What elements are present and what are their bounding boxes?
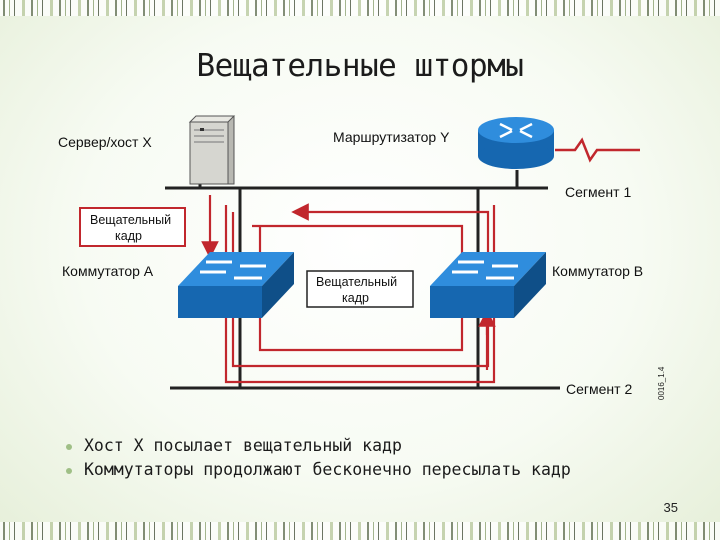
bullet-item: Коммутаторы продолжают бесконечно пересы… bbox=[66, 458, 571, 482]
bullet-item: Хост X посылает вещательный кадр bbox=[66, 434, 571, 458]
switch-b-icon bbox=[430, 252, 546, 318]
router-label: Маршрутизатор Y bbox=[333, 129, 450, 145]
bottom-decorative-strip bbox=[0, 522, 720, 540]
server-icon bbox=[188, 115, 236, 185]
bullet-dot-icon bbox=[66, 468, 72, 474]
broadcast-frame-top-line2: кадр bbox=[115, 229, 142, 243]
router-icon bbox=[478, 117, 554, 169]
server-label: Сервер/хост X bbox=[58, 134, 152, 150]
slide-title: Вещательные штормы bbox=[196, 48, 524, 84]
broadcast-frame-mid-line1: Вещательный bbox=[316, 275, 397, 289]
segment-1-label: Сегмент 1 bbox=[565, 184, 631, 200]
page-number: 35 bbox=[663, 500, 678, 515]
switch-b-label: Коммутатор B bbox=[552, 263, 643, 279]
bullet-dot-icon bbox=[66, 444, 72, 450]
top-decorative-strip bbox=[0, 0, 720, 16]
switch-a-icon bbox=[178, 252, 294, 318]
broadcast-frame-top-line1: Вещательный bbox=[90, 213, 171, 227]
figure-code: 0016_1.4 bbox=[657, 366, 666, 400]
bullet-text: Коммутаторы продолжают бесконечно пересы… bbox=[84, 460, 571, 479]
bullet-text: Хост X посылает вещательный кадр bbox=[84, 436, 402, 455]
broadcast-frame-mid-line2: кадр bbox=[342, 291, 369, 305]
segment-2-label: Сегмент 2 bbox=[566, 381, 632, 397]
switch-a-label: Коммутатор A bbox=[62, 263, 154, 279]
broadcast-frame-box-top bbox=[79, 207, 186, 247]
broadcast-frame-box-middle bbox=[306, 270, 414, 308]
router-external-link bbox=[555, 137, 640, 163]
bullet-list: Хост X посылает вещательный кадр Коммута… bbox=[66, 434, 571, 482]
